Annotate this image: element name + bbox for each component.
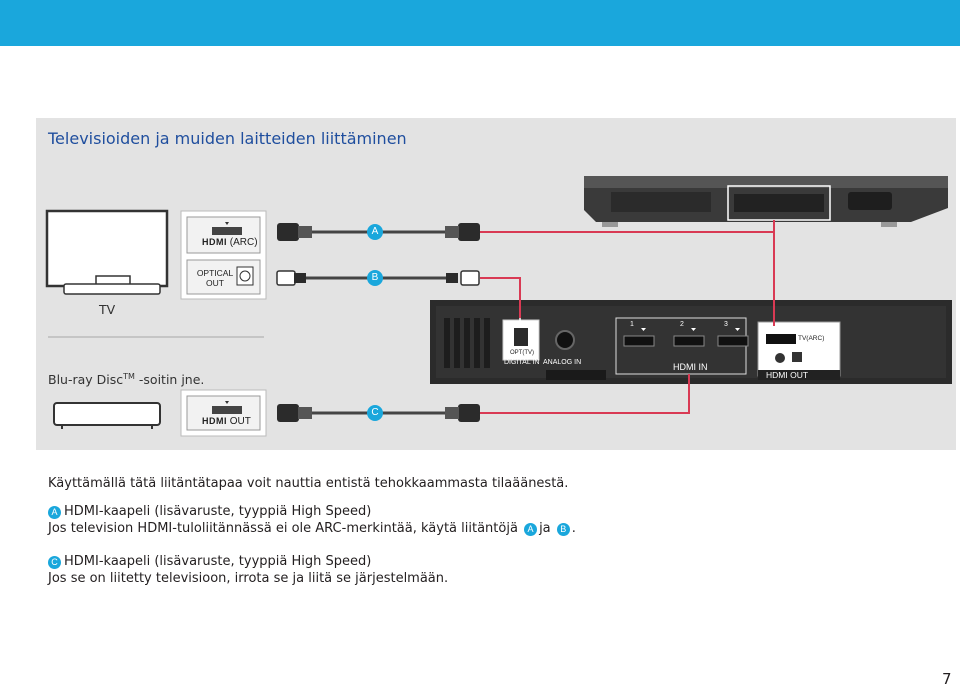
- tv-port-panel: [180, 210, 267, 300]
- cable-b-marker-inline: B: [556, 523, 570, 536]
- rear-hdmi-out-label: HDMI OUT: [766, 370, 809, 380]
- tv-optical-port-label: OPTICAL OUT: [196, 268, 234, 288]
- player-port-panel: [180, 389, 267, 437]
- tv-hdmi-port-label: HDMI (ARC): [202, 237, 258, 248]
- tv-illustration: [45, 209, 169, 295]
- rear-port-1-label: 1: [630, 321, 634, 328]
- rear-port-3-label: 3: [724, 321, 728, 328]
- player-label: Blu-ray DiscTM -soitin jne.: [48, 372, 205, 388]
- rear-analog-in-label: ANALOG IN: [543, 359, 582, 366]
- rear-hdmi-in-label: HDMI IN: [670, 362, 711, 372]
- cable-b-badge: B: [371, 272, 379, 283]
- cable-c: [277, 404, 480, 422]
- player-hdmi-port-label: HDMI OUT: [202, 416, 251, 427]
- intro-paragraph: Käyttämällä tätä liitäntätapaa voit naut…: [48, 476, 569, 491]
- rear-optical-label: OPT(TV): [510, 350, 534, 356]
- header-bar: [0, 0, 960, 46]
- section-title: Televisioiden ja muiden laitteiden liitt…: [48, 129, 407, 148]
- connection-lines-red: [480, 220, 775, 414]
- cable-a-marker: A: [48, 506, 61, 519]
- cable-b: [276, 270, 480, 286]
- cable-c-badge: C: [371, 407, 379, 418]
- cable-c-note: Jos se on liitetty televisioon, irrota s…: [48, 571, 449, 586]
- rear-tv-arc-label: TV(ARC): [798, 335, 825, 342]
- rear-digital-in-label: DIGITAL IN: [504, 359, 540, 366]
- connection-diagram: [45, 176, 952, 437]
- cable-a: [277, 223, 480, 241]
- cable-a-badge: A: [371, 226, 379, 237]
- rear-port-2-label: 2: [680, 321, 684, 328]
- cable-c-marker: C: [48, 556, 61, 569]
- tv-label: TV: [99, 302, 116, 317]
- cable-a-marker-inline: A: [524, 523, 538, 536]
- cable-a-note: Jos television HDMI-tuloliitännässä ei o…: [48, 521, 576, 536]
- soundbar-illustration: [584, 176, 948, 227]
- page-number: 7: [942, 670, 952, 688]
- bluray-player-illustration: [53, 402, 161, 429]
- connection-diagram-panel: Televisioiden ja muiden laitteiden liitt…: [36, 118, 956, 450]
